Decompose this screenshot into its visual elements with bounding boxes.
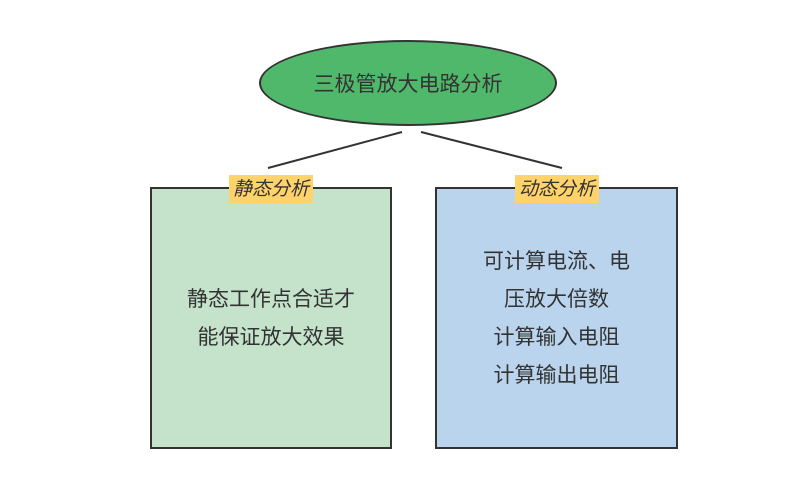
dynamic-line-2: 压放大倍数	[504, 287, 609, 311]
dynamic-line-1: 可计算电流、电	[483, 249, 630, 273]
static-analysis-tag: 静态分析	[228, 175, 314, 203]
static-analysis-box: 静态工作点合适才 能保证放大效果	[150, 187, 392, 449]
root-node: 三极管放大电路分析	[259, 40, 557, 126]
static-analysis-tag-label: 静态分析	[232, 178, 310, 200]
connector-right	[420, 131, 563, 169]
dynamic-analysis-tag: 动态分析	[514, 175, 600, 203]
static-line-1: 静态工作点合适才	[187, 287, 355, 311]
dynamic-analysis-tag-label: 动态分析	[518, 178, 596, 200]
static-line-2: 能保证放大效果	[197, 325, 345, 349]
dynamic-line-4: 计算输出电阻	[493, 363, 620, 387]
dynamic-analysis-box: 可计算电流、电 压放大倍数 计算输入电阻 计算输出电阻	[435, 187, 678, 449]
dynamic-line-3: 计算输入电阻	[493, 325, 620, 349]
connector-left	[267, 131, 403, 169]
root-label: 三极管放大电路分析	[313, 72, 503, 96]
